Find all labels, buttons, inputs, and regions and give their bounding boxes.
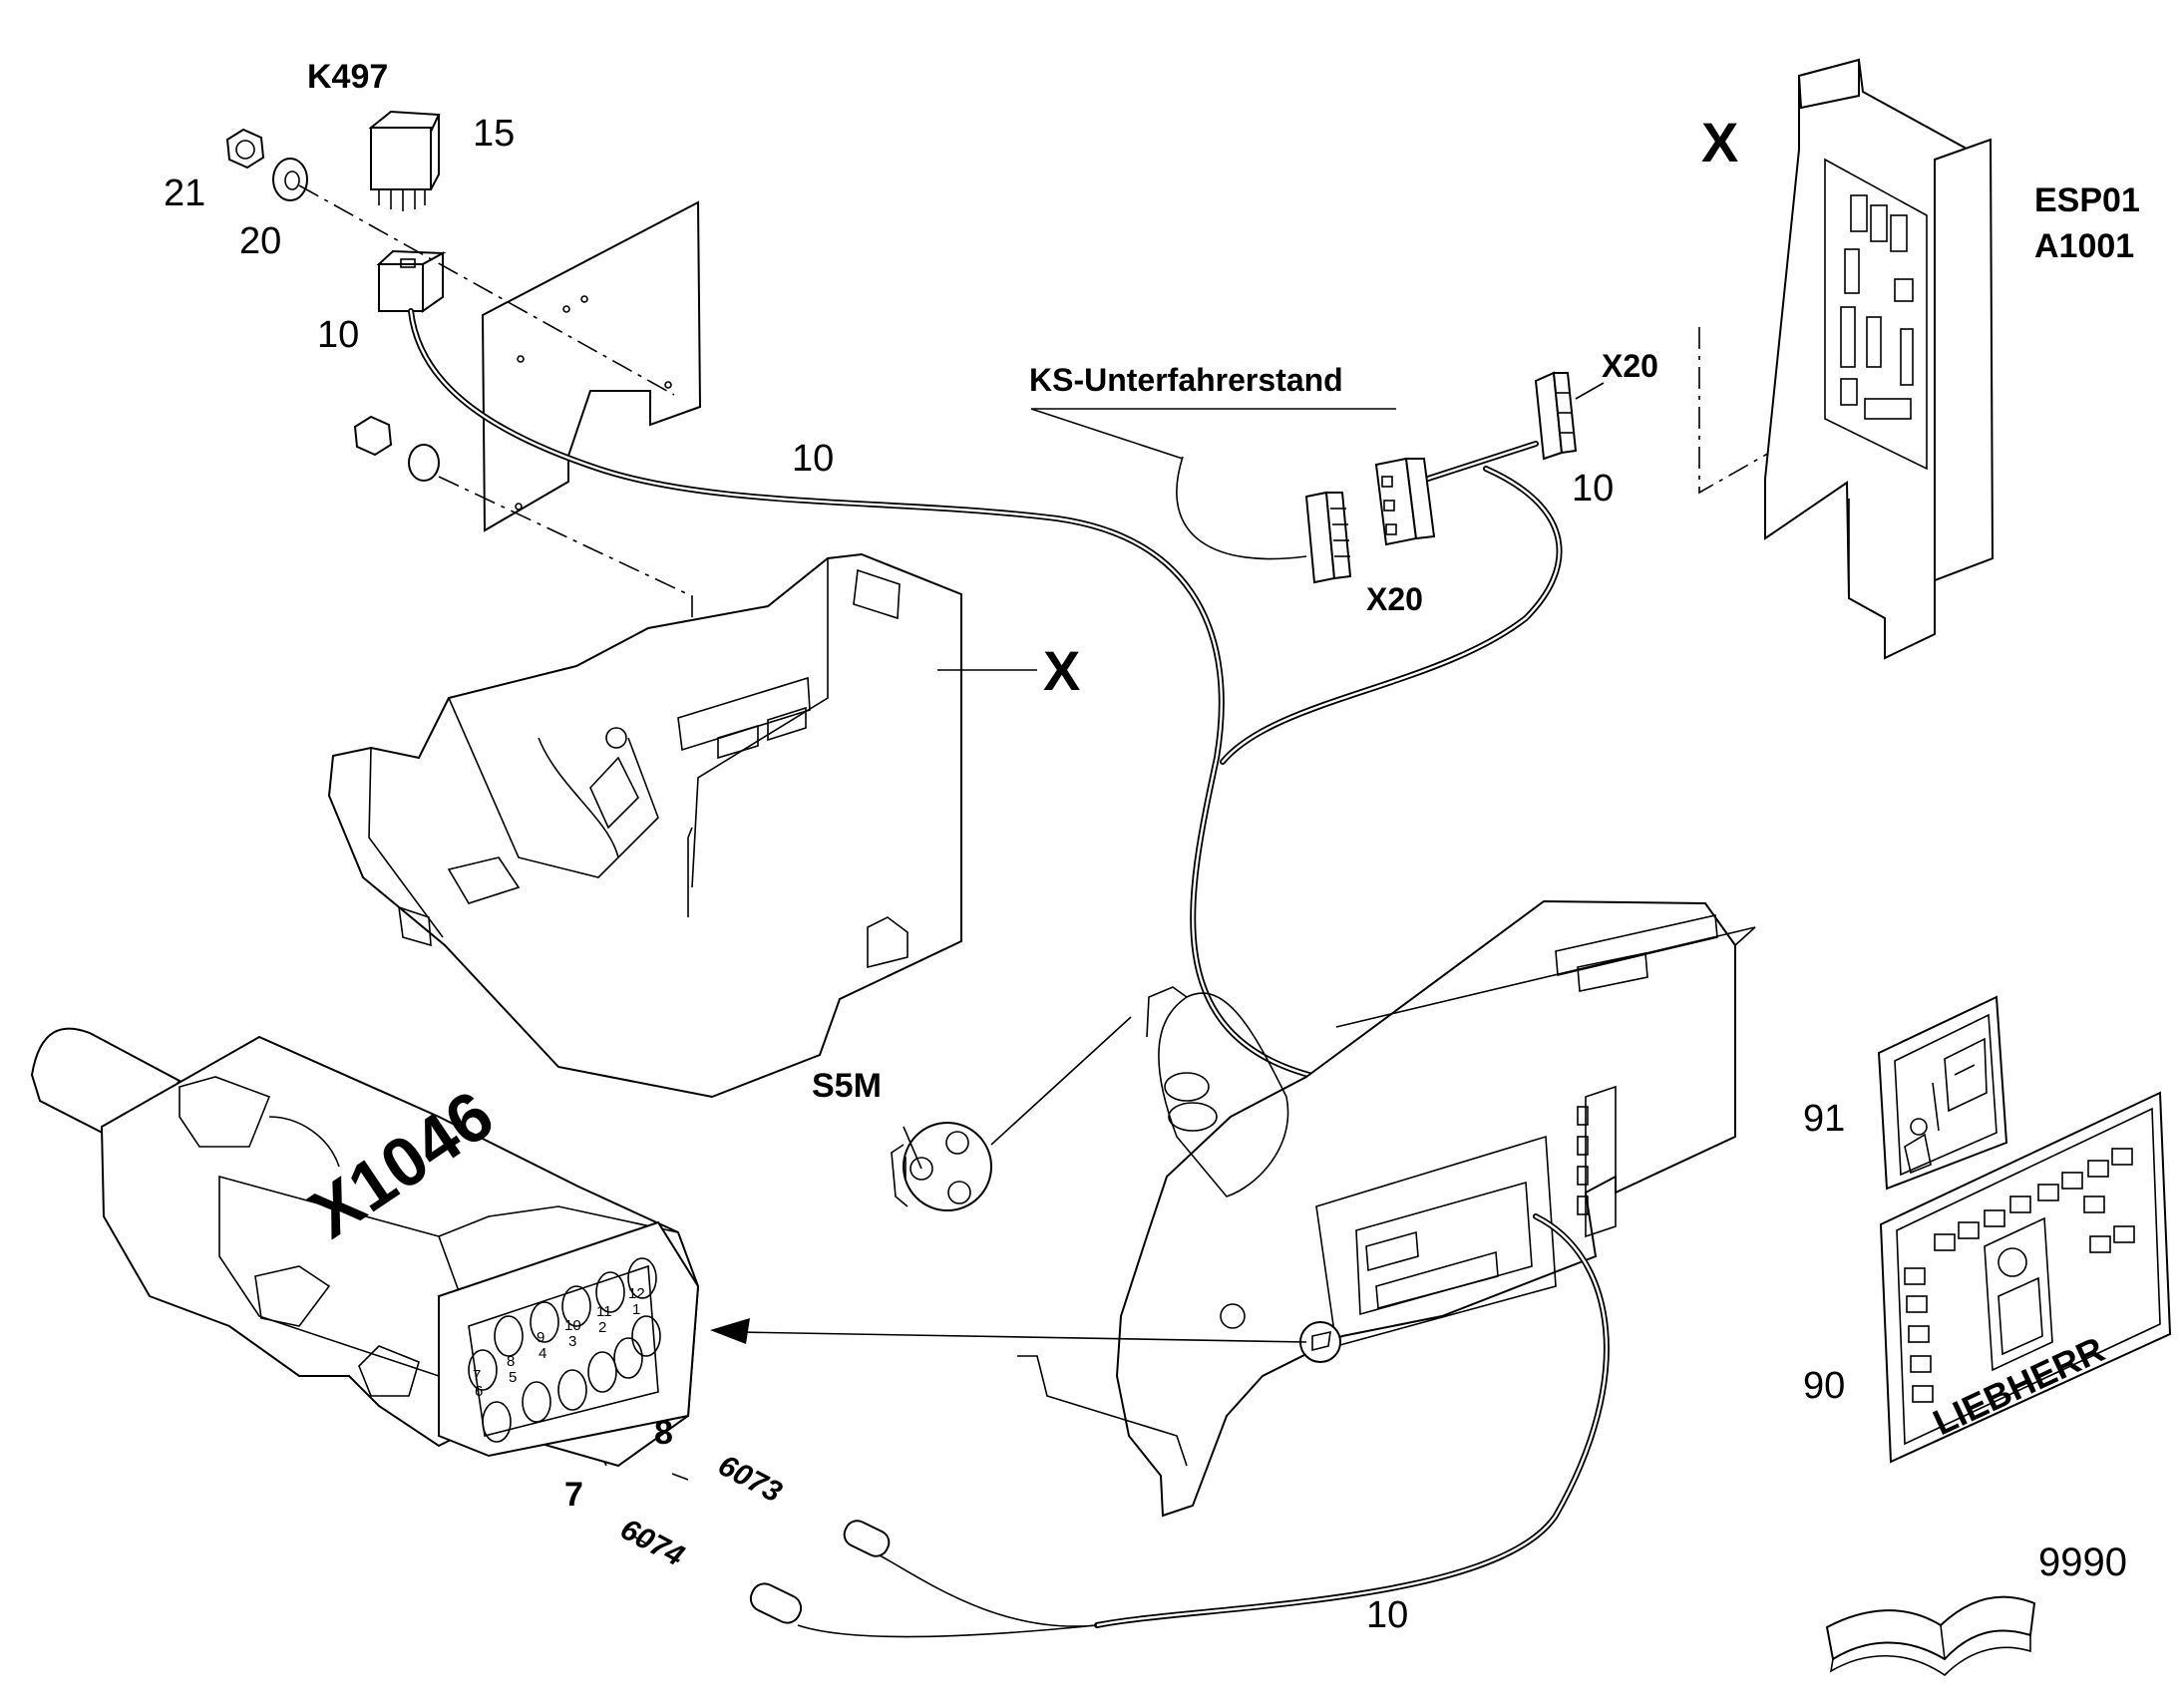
cable-10-main — [408, 308, 1319, 1080]
connector-x1046 — [30, 1027, 700, 1468]
connector-x20-right — [1534, 371, 1578, 461]
cable-10-sensor — [797, 1213, 1610, 1638]
decal-90 — [1879, 1091, 2172, 1464]
mounting-plate — [481, 200, 702, 532]
connector-x20-socket — [1374, 457, 1436, 546]
label-k497: K497 — [307, 58, 388, 96]
wire-8-dash — [671, 1473, 689, 1481]
label-wire-6074: 6074 — [615, 1513, 690, 1573]
control-console-lower — [1017, 899, 1756, 1518]
label-wire-6073: 6073 — [713, 1449, 788, 1510]
pin-6: 6 — [475, 1383, 483, 1400]
nut-21 — [225, 128, 265, 170]
label-wire-8: 8 — [654, 1414, 673, 1452]
label-21: 21 — [164, 172, 205, 214]
operator-console-x — [327, 552, 962, 1099]
label-90: 90 — [1803, 1365, 1845, 1407]
label-10-relay: 10 — [317, 314, 359, 356]
pin-5: 5 — [509, 1369, 517, 1386]
decal-91 — [1877, 995, 2008, 1191]
relay-k497 — [368, 110, 441, 211]
wire-sleeve-6074 — [749, 1582, 803, 1624]
label-10-bottom: 10 — [1366, 1594, 1408, 1636]
relay-socket-10 — [376, 249, 447, 313]
label-ks-unterfahrerstand: KS-Unterfahrerstand — [1029, 362, 1343, 398]
ks-cable — [1176, 456, 1307, 560]
x20-right-leader — [1575, 382, 1605, 400]
wire-sleeve-6073 — [843, 1520, 891, 1557]
pin-8: 8 — [507, 1353, 515, 1370]
control-cabinet-esp01 — [1764, 58, 1995, 660]
label-esp01: ESP01 — [2034, 181, 2140, 219]
label-10-cable: 10 — [792, 438, 834, 480]
nut-lower — [353, 415, 393, 457]
pin-10: 10 — [564, 1317, 581, 1334]
label-s5m: S5M — [812, 1067, 882, 1105]
assembly-line-top — [298, 184, 675, 396]
pin-4: 4 — [539, 1345, 546, 1362]
washer-lower — [408, 444, 440, 482]
label-x20-mid: X20 — [1366, 581, 1423, 617]
pin-7: 7 — [473, 1367, 481, 1384]
switch-s5m — [891, 1016, 1132, 1211]
label-x20-right: X20 — [1602, 348, 1658, 384]
cable-10-branch-x20 — [1220, 441, 1563, 765]
assembly-line-esp01 — [1698, 327, 1932, 495]
wire-7-dash — [631, 1535, 647, 1544]
washer-20 — [272, 158, 308, 201]
ks-leader — [1030, 408, 1184, 460]
label-wire-7: 7 — [564, 1476, 583, 1514]
connector-x20-plug — [1304, 491, 1352, 584]
pin-3: 3 — [568, 1333, 576, 1350]
pin-9: 9 — [537, 1329, 545, 1346]
detail-arrow — [710, 1318, 1307, 1344]
manual-9990 — [1825, 1595, 2036, 1677]
label-91: 91 — [1803, 1098, 1845, 1140]
label-a1001: A1001 — [2034, 227, 2134, 265]
pin-11: 11 — [596, 1303, 612, 1320]
label-x-top: X — [1701, 111, 1738, 173]
pin-12: 12 — [628, 1285, 645, 1302]
label-10-right: 10 — [1572, 468, 1614, 510]
label-15: 15 — [473, 113, 515, 155]
pin-1: 1 — [632, 1301, 640, 1318]
label-20: 20 — [239, 220, 281, 262]
label-9990: 9990 — [2038, 1540, 2127, 1584]
pin-2: 2 — [598, 1319, 606, 1336]
label-x-console: X — [1043, 639, 1080, 702]
